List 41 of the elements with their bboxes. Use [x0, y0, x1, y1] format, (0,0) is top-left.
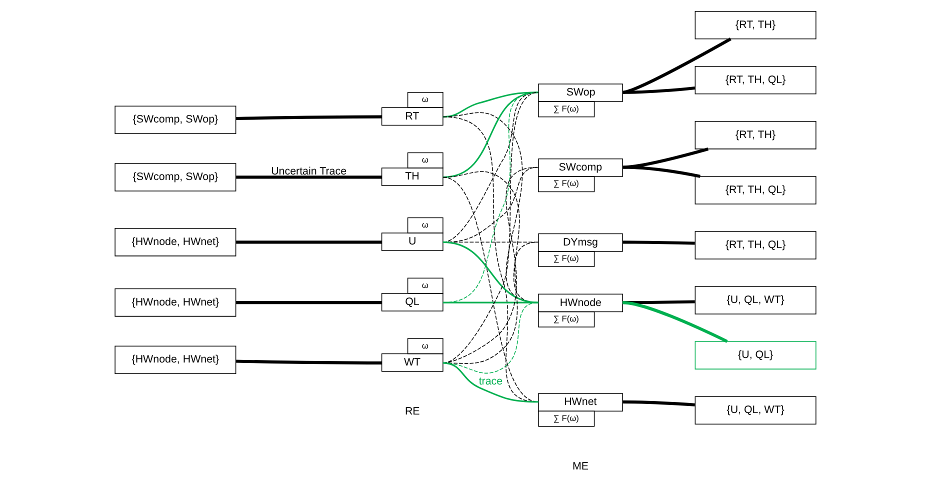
- connector: [442, 302, 538, 304]
- node-box: {U, QL}: [694, 341, 816, 370]
- connector: [622, 166, 700, 178]
- connector: [442, 92, 539, 178]
- node-box: {HWnode, HWnet}: [114, 228, 236, 256]
- node-box: {RT, TH}: [694, 10, 816, 40]
- connector: [236, 176, 382, 179]
- node-box: {HWnode, HWnet}: [114, 288, 236, 317]
- connector: [442, 362, 538, 403]
- node-box: {SWcomp, SWop}: [114, 163, 236, 192]
- node-box: {SWcomp, SWop}: [114, 106, 236, 134]
- connector: [442, 176, 539, 402]
- connector: [442, 302, 539, 374]
- connector: [622, 86, 696, 94]
- connector: [622, 301, 728, 343]
- connector: [236, 301, 382, 304]
- label: ME: [572, 460, 589, 473]
- connector: [622, 400, 696, 406]
- node-box: {RT, TH, QL}: [694, 66, 816, 94]
- node-box: {RT, TH, QL}: [694, 231, 816, 260]
- connector: [236, 115, 382, 120]
- label: RE: [404, 406, 420, 418]
- node-box: {U, QL, WT}: [694, 396, 816, 424]
- connector: [236, 360, 382, 364]
- node-box: {U, QL, WT}: [694, 286, 816, 314]
- node-box: {RT, TH}: [694, 121, 816, 150]
- connector: [442, 242, 539, 364]
- connector: [442, 92, 539, 364]
- connector: [622, 148, 709, 169]
- connector: [442, 241, 539, 304]
- connector: [442, 116, 539, 402]
- edge-label: Uncertain Trace: [271, 165, 347, 178]
- node-box: {HWnode, HWnet}: [114, 346, 236, 374]
- connector: [442, 92, 539, 243]
- connector: [236, 240, 382, 244]
- node-box: {RT, TH, QL}: [694, 176, 816, 204]
- connector: [622, 38, 732, 94]
- edge-label: trace: [478, 375, 503, 388]
- connector: [442, 171, 539, 303]
- connector: [442, 166, 539, 364]
- connector: [622, 240, 695, 245]
